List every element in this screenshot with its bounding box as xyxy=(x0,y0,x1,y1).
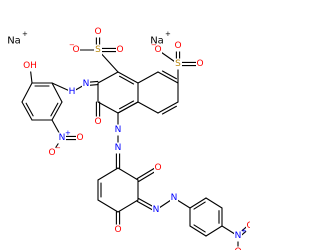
bond xyxy=(189,197,207,209)
sulfonate-sulfur-label-bg xyxy=(174,58,182,70)
nitro-oxygen-label: O xyxy=(246,221,250,231)
bond xyxy=(189,225,207,237)
nitro-oxygen-label-bg xyxy=(48,147,56,159)
counterions: Na + Na + xyxy=(7,30,171,47)
nitro-oxygen-label: O xyxy=(76,133,83,143)
nitro-oxygen-charge: − xyxy=(55,144,61,152)
double-bond xyxy=(136,166,158,180)
azo-nitrogen-label-bg xyxy=(170,192,178,204)
azo-nitrogen-label: N xyxy=(83,79,90,89)
sulfonate-oxygen-charge: − xyxy=(151,41,157,49)
azo-nitrogen-label: N xyxy=(171,193,178,203)
nitro-oxygen-label-bg xyxy=(76,132,84,144)
hydrazo-nitrogen-label-bg xyxy=(114,124,122,136)
nitro-oxygen-label: O xyxy=(48,148,55,158)
sodium-ion-right-charge: + xyxy=(165,30,171,38)
hydrazo-nitrogen-label-bg xyxy=(114,142,122,154)
azo-nitrogen-label-bg xyxy=(152,204,160,216)
bond xyxy=(97,167,119,181)
hydroxyl-label-bg xyxy=(24,60,36,72)
sulfonate-oxygen-label-bg xyxy=(94,26,102,38)
sulfonate-oxygen-label-bg xyxy=(174,40,182,52)
bond xyxy=(137,71,159,84)
sodium-ion-right: Na + xyxy=(150,30,171,47)
bond xyxy=(97,199,119,213)
bond xyxy=(97,101,119,114)
nitro-nitrogen-charge: + xyxy=(65,129,71,137)
nitro-nitrogen-charge: + xyxy=(241,227,247,235)
sulfonate-oxygen-label: O xyxy=(72,45,79,55)
sulfonate-oxygen-label: O xyxy=(174,41,181,51)
sulfonate-oxygen-label-bg xyxy=(154,44,162,56)
bond xyxy=(119,100,135,110)
sulfonate-sulfur-label: S xyxy=(175,59,181,69)
sulfonate-oxygen-label: O xyxy=(154,45,161,55)
hydrazo-nitrogen-label: N xyxy=(115,143,122,153)
sulfonate-oxygen-label-bg xyxy=(72,44,80,56)
quinone-oxygen-label: O xyxy=(154,163,161,173)
nitro-nitrogen-label: N xyxy=(59,133,66,143)
bond xyxy=(117,199,139,213)
azo-hydrogen-label: H xyxy=(69,87,76,97)
azo-nitrogen-label: N xyxy=(153,205,160,215)
bond xyxy=(157,101,179,114)
sodium-ion-left-symbol: Na xyxy=(7,36,21,47)
bond xyxy=(161,70,177,80)
nitro-oxygen-label-bg xyxy=(234,246,242,250)
sulfonate-oxygen-charge: − xyxy=(69,41,75,49)
bond-lines xyxy=(21,31,250,250)
sulfonate-sulfur-label: S xyxy=(95,45,101,55)
sulfonate-oxygen-label-bg xyxy=(116,44,124,56)
bond xyxy=(193,224,206,233)
bond xyxy=(205,225,223,237)
bond xyxy=(157,71,179,84)
naphthol-oxygen-label-bg xyxy=(94,116,102,128)
bond xyxy=(51,101,63,121)
nitro-oxygen-label-bg xyxy=(246,220,250,232)
azo-nitrogen-label-bg xyxy=(82,78,90,90)
sodium-ion-left: Na + xyxy=(7,30,28,47)
quinone-oxygen-label-bg xyxy=(114,224,122,236)
sulfonate-sulfur-label-bg xyxy=(94,44,102,56)
sulfonate-oxygen-label: O xyxy=(196,59,203,69)
bond xyxy=(50,102,59,117)
sulfonate-oxygen-label-bg xyxy=(196,58,204,70)
bond xyxy=(161,105,177,115)
nitro-nitrogen-label-bg xyxy=(234,230,242,242)
bond xyxy=(117,71,139,84)
sodium-ion-left-charge: + xyxy=(22,30,28,38)
sulfonate-oxygen-label: O xyxy=(94,27,101,37)
bond xyxy=(205,197,223,209)
bond xyxy=(117,101,139,114)
bond xyxy=(21,101,33,121)
quinone-oxygen-label-bg xyxy=(154,162,162,174)
quinone-oxygen-label: O xyxy=(114,225,121,235)
azo-hydrogen-label-bg xyxy=(68,86,76,98)
nitro-nitrogen-label-bg xyxy=(58,132,66,144)
bond xyxy=(117,167,139,181)
sulfonate-oxygen-label: O xyxy=(116,45,123,55)
bond xyxy=(97,71,119,84)
bond xyxy=(193,201,206,210)
hydroxyl-label: OH xyxy=(23,61,37,71)
naphthol-oxygen-label: O xyxy=(94,117,101,127)
sodium-ion-right-symbol: Na xyxy=(150,36,164,47)
nitro-nitrogen-label: N xyxy=(235,231,242,241)
bond xyxy=(21,82,33,103)
bond xyxy=(51,82,63,103)
bond xyxy=(25,102,34,117)
nitro-oxygen-label: O xyxy=(234,247,241,250)
bond xyxy=(119,75,135,85)
bond xyxy=(137,101,159,114)
hydrazo-nitrogen-label: N xyxy=(115,125,122,135)
